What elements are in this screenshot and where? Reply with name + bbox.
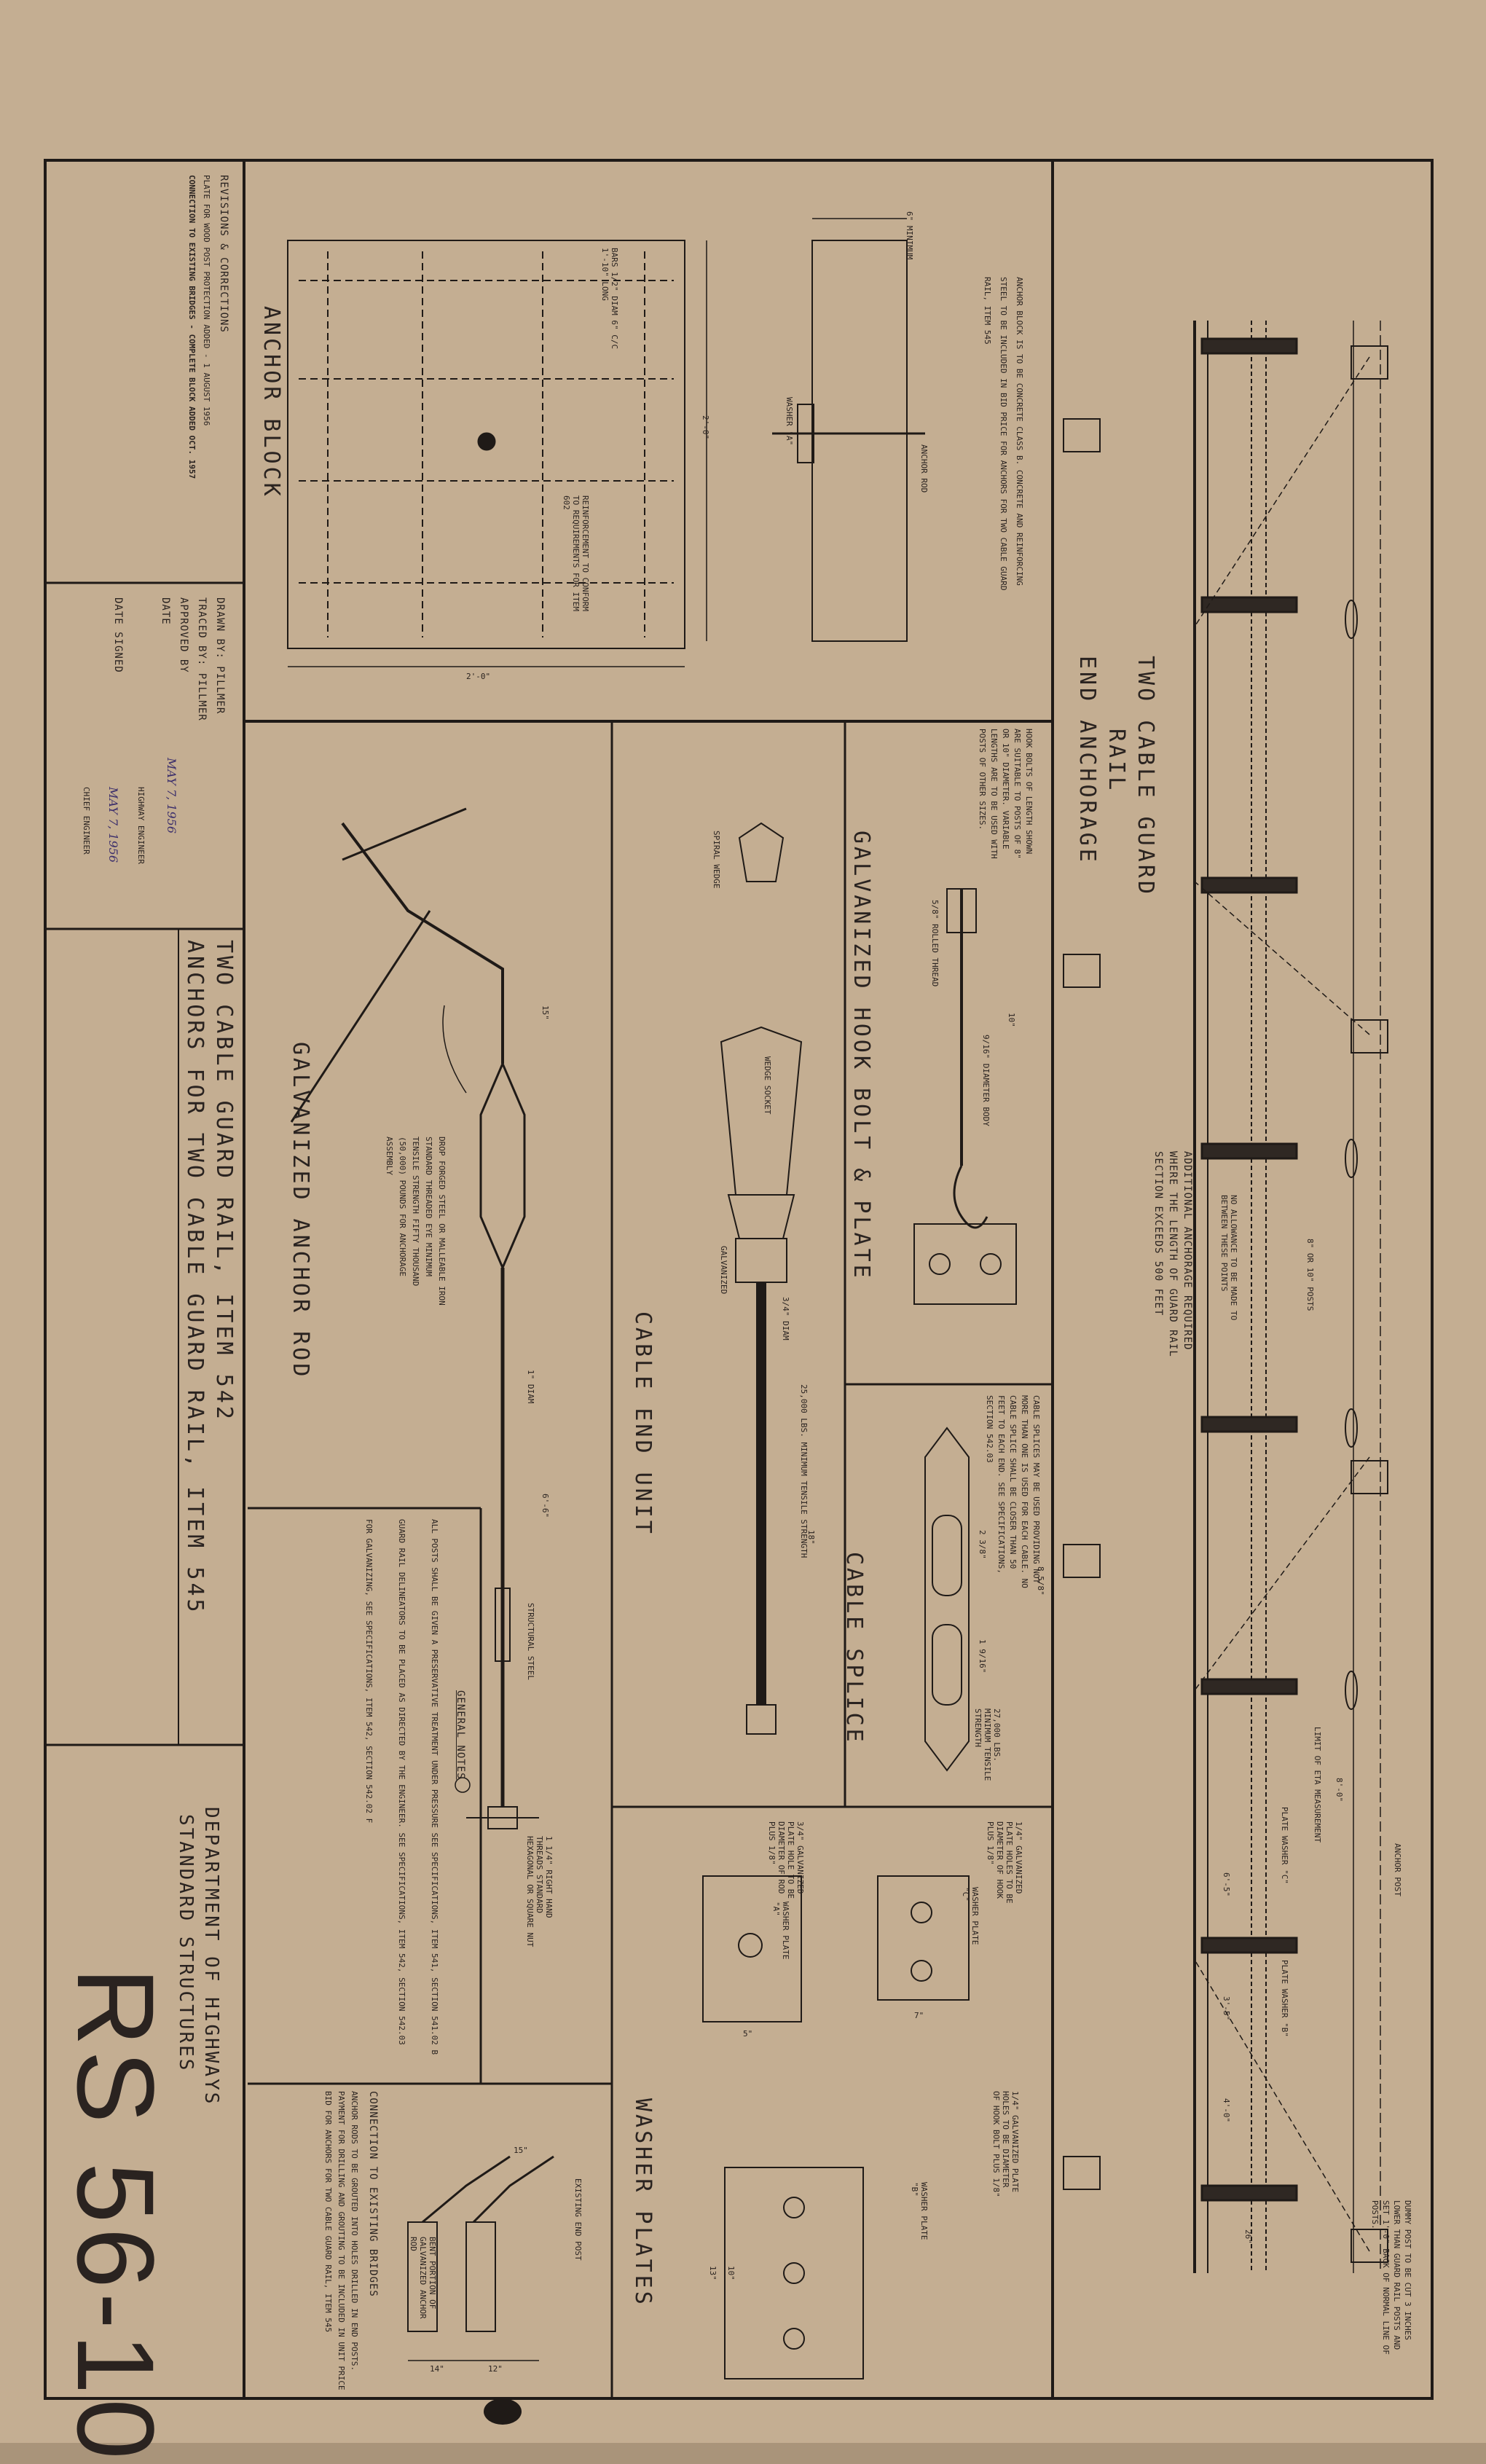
wedge-socket-label: WEDGE SOCKET — [763, 1056, 772, 1115]
connection-title: CONNECTION TO EXISTING BRIDGES — [367, 2091, 379, 2297]
dim-8-0: 8'-0" — [1334, 1778, 1344, 1802]
galvanized-label: GALVANIZED — [719, 1246, 728, 1295]
agency-name: DEPARTMENT OF HIGHWAYS — [200, 1807, 222, 2106]
end-anchorage-title-2: RAIL — [1104, 729, 1129, 793]
posts-label: 8" OR 10" POSTS — [1305, 1239, 1315, 1311]
existing-post-label: EXISTING END POST — [573, 2178, 583, 2261]
sig2-title: CHIEF ENGINEER — [82, 787, 91, 855]
thread-note: 1 1/4" RIGHT HAND THREADS STANDARD HEXAG… — [525, 1836, 554, 1947]
washer-b-note: 1/4" GALVANIZED PLATE HOLES TO BE DIAMET… — [991, 2091, 1020, 2197]
anchor-rod-label: ANCHOR ROD — [919, 444, 929, 493]
washer-dim-7: 7" — [914, 2011, 924, 2020]
limit-label: LIMIT OF ETA MEASUREMENT — [1313, 1727, 1322, 1843]
anchor-block-bars-note: BARS 1/2" DIAM 6" C/C 1'-10" LONG — [600, 248, 619, 350]
cable-splice-title: CABLE SPLICE — [841, 1552, 867, 1745]
anchor-block-dim-plan: 2'-0" — [466, 672, 491, 681]
general-notes-title: GENERAL NOTES — [455, 1690, 466, 1780]
washer-a-label: WASHER "A" — [785, 397, 794, 446]
dim-4-0: 4'-0" — [1222, 2098, 1231, 2123]
washer-plate-c-label: WASHER PLATE "C" — [961, 1887, 980, 1945]
cable-end-dim-diam: 3/4" DIAM — [781, 1297, 790, 1341]
drawing-border — [44, 159, 1434, 2400]
cable-splice-dim-b: 1 9/16" — [978, 1639, 987, 1674]
cable-splice-dim-a: 2 3/8" — [978, 1530, 987, 1559]
sig2-date: MAY 7, 1956 — [106, 787, 120, 863]
sheet-number: RS 56-10 — [55, 1967, 177, 2464]
spiral-wedge-label: SPIRAL WEDGE — [712, 831, 721, 889]
anchor-block-title: ANCHOR BLOCK — [259, 306, 284, 499]
body-label: 9/16" DIAMETER BODY — [981, 1035, 991, 1126]
connection-dim-15: 15" — [514, 2146, 528, 2155]
general-note-2: GUARD RAIL DELINEATORS TO BE PLACED AS D… — [397, 1519, 406, 2045]
plate-washer-c-label: PLATE WASHER "C" — [1280, 1807, 1289, 1884]
anchor-post-label: ANCHOR POST — [1393, 1843, 1402, 1896]
revision-entry-1: PLATE FOR WOOD POST PROTECTION ADDED - 1… — [202, 175, 211, 426]
anchor-block-dim-min: 6" MINIMUM — [905, 211, 914, 260]
credit-date: DATE — [160, 597, 171, 625]
washer-dim-10: 10" — [726, 2266, 736, 2280]
connection-note: ANCHOR RODS TO BE GROUTED INTO HOLES DRI… — [323, 2091, 359, 2390]
title-line-2: ANCHORS FOR TWO CABLE GUARD RAIL, ITEM 5… — [182, 940, 208, 1615]
drawn-by: DRAWN BY: PILLMER — [214, 597, 226, 715]
title-line-1: TWO CABLE GUARD RAIL, ITEM 542 — [211, 940, 237, 1422]
additional-anchorage-note: ADDITIONAL ANCHORAGE REQUIRED WHERE THE … — [1152, 1151, 1193, 1357]
anchor-rod-note: DROP FORGED STEEL OR MALLEABLE IRON STAN… — [385, 1137, 447, 1306]
connection-dim-12: 12" — [488, 2364, 503, 2374]
bent-portion-note: BENT PORTION OF GALVANIZED ANCHOR ROD — [409, 2237, 437, 2319]
plate-washer-b-label: PLATE WASHER "B" — [1280, 1960, 1289, 2037]
general-note-1: ALL POSTS SHALL BE GIVEN A PRESERVATIVE … — [430, 1519, 439, 2055]
cable-splice-dim-c: 8 5/8" — [1036, 1566, 1045, 1596]
washer-dim-13: 13" — [708, 2266, 718, 2280]
end-anchorage-title-1: TWO CABLE GUARD — [1133, 656, 1158, 897]
connection-dim-14: 14" — [430, 2364, 444, 2374]
anchor-block-dim-side: 2'-0" — [701, 415, 710, 440]
end-anchorage-title-3: END ANCHORAGE — [1074, 656, 1100, 865]
revisions-header: REVISIONS & CORRECTIONS — [218, 175, 229, 333]
dim-26: 26" — [1243, 2229, 1253, 2244]
traced-by: TRACED BY: PILLMER — [196, 597, 208, 721]
anchor-rod-dim-diam: 1" DIAM — [526, 1370, 535, 1404]
cable-splice-note: CABLE SPLICES MAY BE USED PROVIDING NOT … — [985, 1395, 1041, 1588]
anchor-block-note: ANCHOR BLOCK IS TO BE CONCRETE CLASS B. … — [983, 277, 1024, 591]
approved-by: APPROVED BY — [178, 597, 189, 673]
rolled-thread-label: 5/8" ROLLED THREAD — [930, 900, 940, 987]
washer-a-note: 3/4" GALVANIZED PLATE HOLE TO BE DIAMETE… — [767, 1821, 805, 1899]
washer-dim-5: 5" — [743, 2029, 753, 2039]
washer-plates-title: WASHER PLATES — [630, 2098, 656, 2307]
dim-6-5: 6'-5" — [1222, 1872, 1231, 1897]
hook-bolt-dim-10: 10" — [1007, 1013, 1016, 1027]
cable-splice-strength: 27,000 LBS. MINIMUM TENSILE STRENGTH — [973, 1708, 1002, 1781]
hook-bolt-note: HOOK BOLTS OF LENGTH SHOWN ARE SUITABLE … — [978, 729, 1034, 859]
anchor-rod-dim-b: 6'-6" — [540, 1494, 550, 1518]
no-allowance-note: NO ALLOWANCE TO BE MADE TO BETWEEN THESE… — [1219, 1195, 1238, 1321]
hook-bolt-title: GALVANIZED HOOK BOLT & PLATE — [849, 831, 874, 1281]
sig1-title: HIGHWAY ENGINEER — [136, 787, 146, 864]
washer-c-note: 1/4" GALVANIZED PLATE HOLES TO BE DIAMET… — [986, 1821, 1023, 1904]
structural-steel-label: STRUCTURAL STEEL — [526, 1603, 535, 1680]
date-signed: DATE SIGNED — [112, 597, 124, 673]
cable-end-dim-18: 18" — [806, 1530, 816, 1545]
cable-end-title: CABLE END UNIT — [630, 1311, 656, 1537]
washer-plate-a-label: WASHER PLATE "A" — [771, 1902, 790, 1960]
washer-plate-b-label: WASHER PLATE "B" — [910, 2182, 929, 2240]
revision-entry-2: CONNECTION TO EXISTING BRIDGES - COMPLET… — [187, 175, 197, 479]
dummy-post-note: DUMMY POST TO BE CUT 3 INCHES LOWER THAN… — [1370, 2200, 1412, 2355]
anchor-rod-title: GALVANIZED ANCHOR ROD — [288, 1042, 313, 1380]
anchor-rod-dim-a: 15" — [540, 1005, 550, 1020]
sig1-date: MAY 7, 1956 — [165, 758, 178, 834]
anchor-block-reinf-note: REINFORCEMENT TO CONFORM TO REQUIREMENTS… — [562, 495, 590, 611]
general-note-3: FOR GALVANIZING, SEE SPECIFICATIONS, ITE… — [364, 1519, 374, 1824]
dim-3-5: 3'-5" — [1222, 1996, 1231, 2021]
